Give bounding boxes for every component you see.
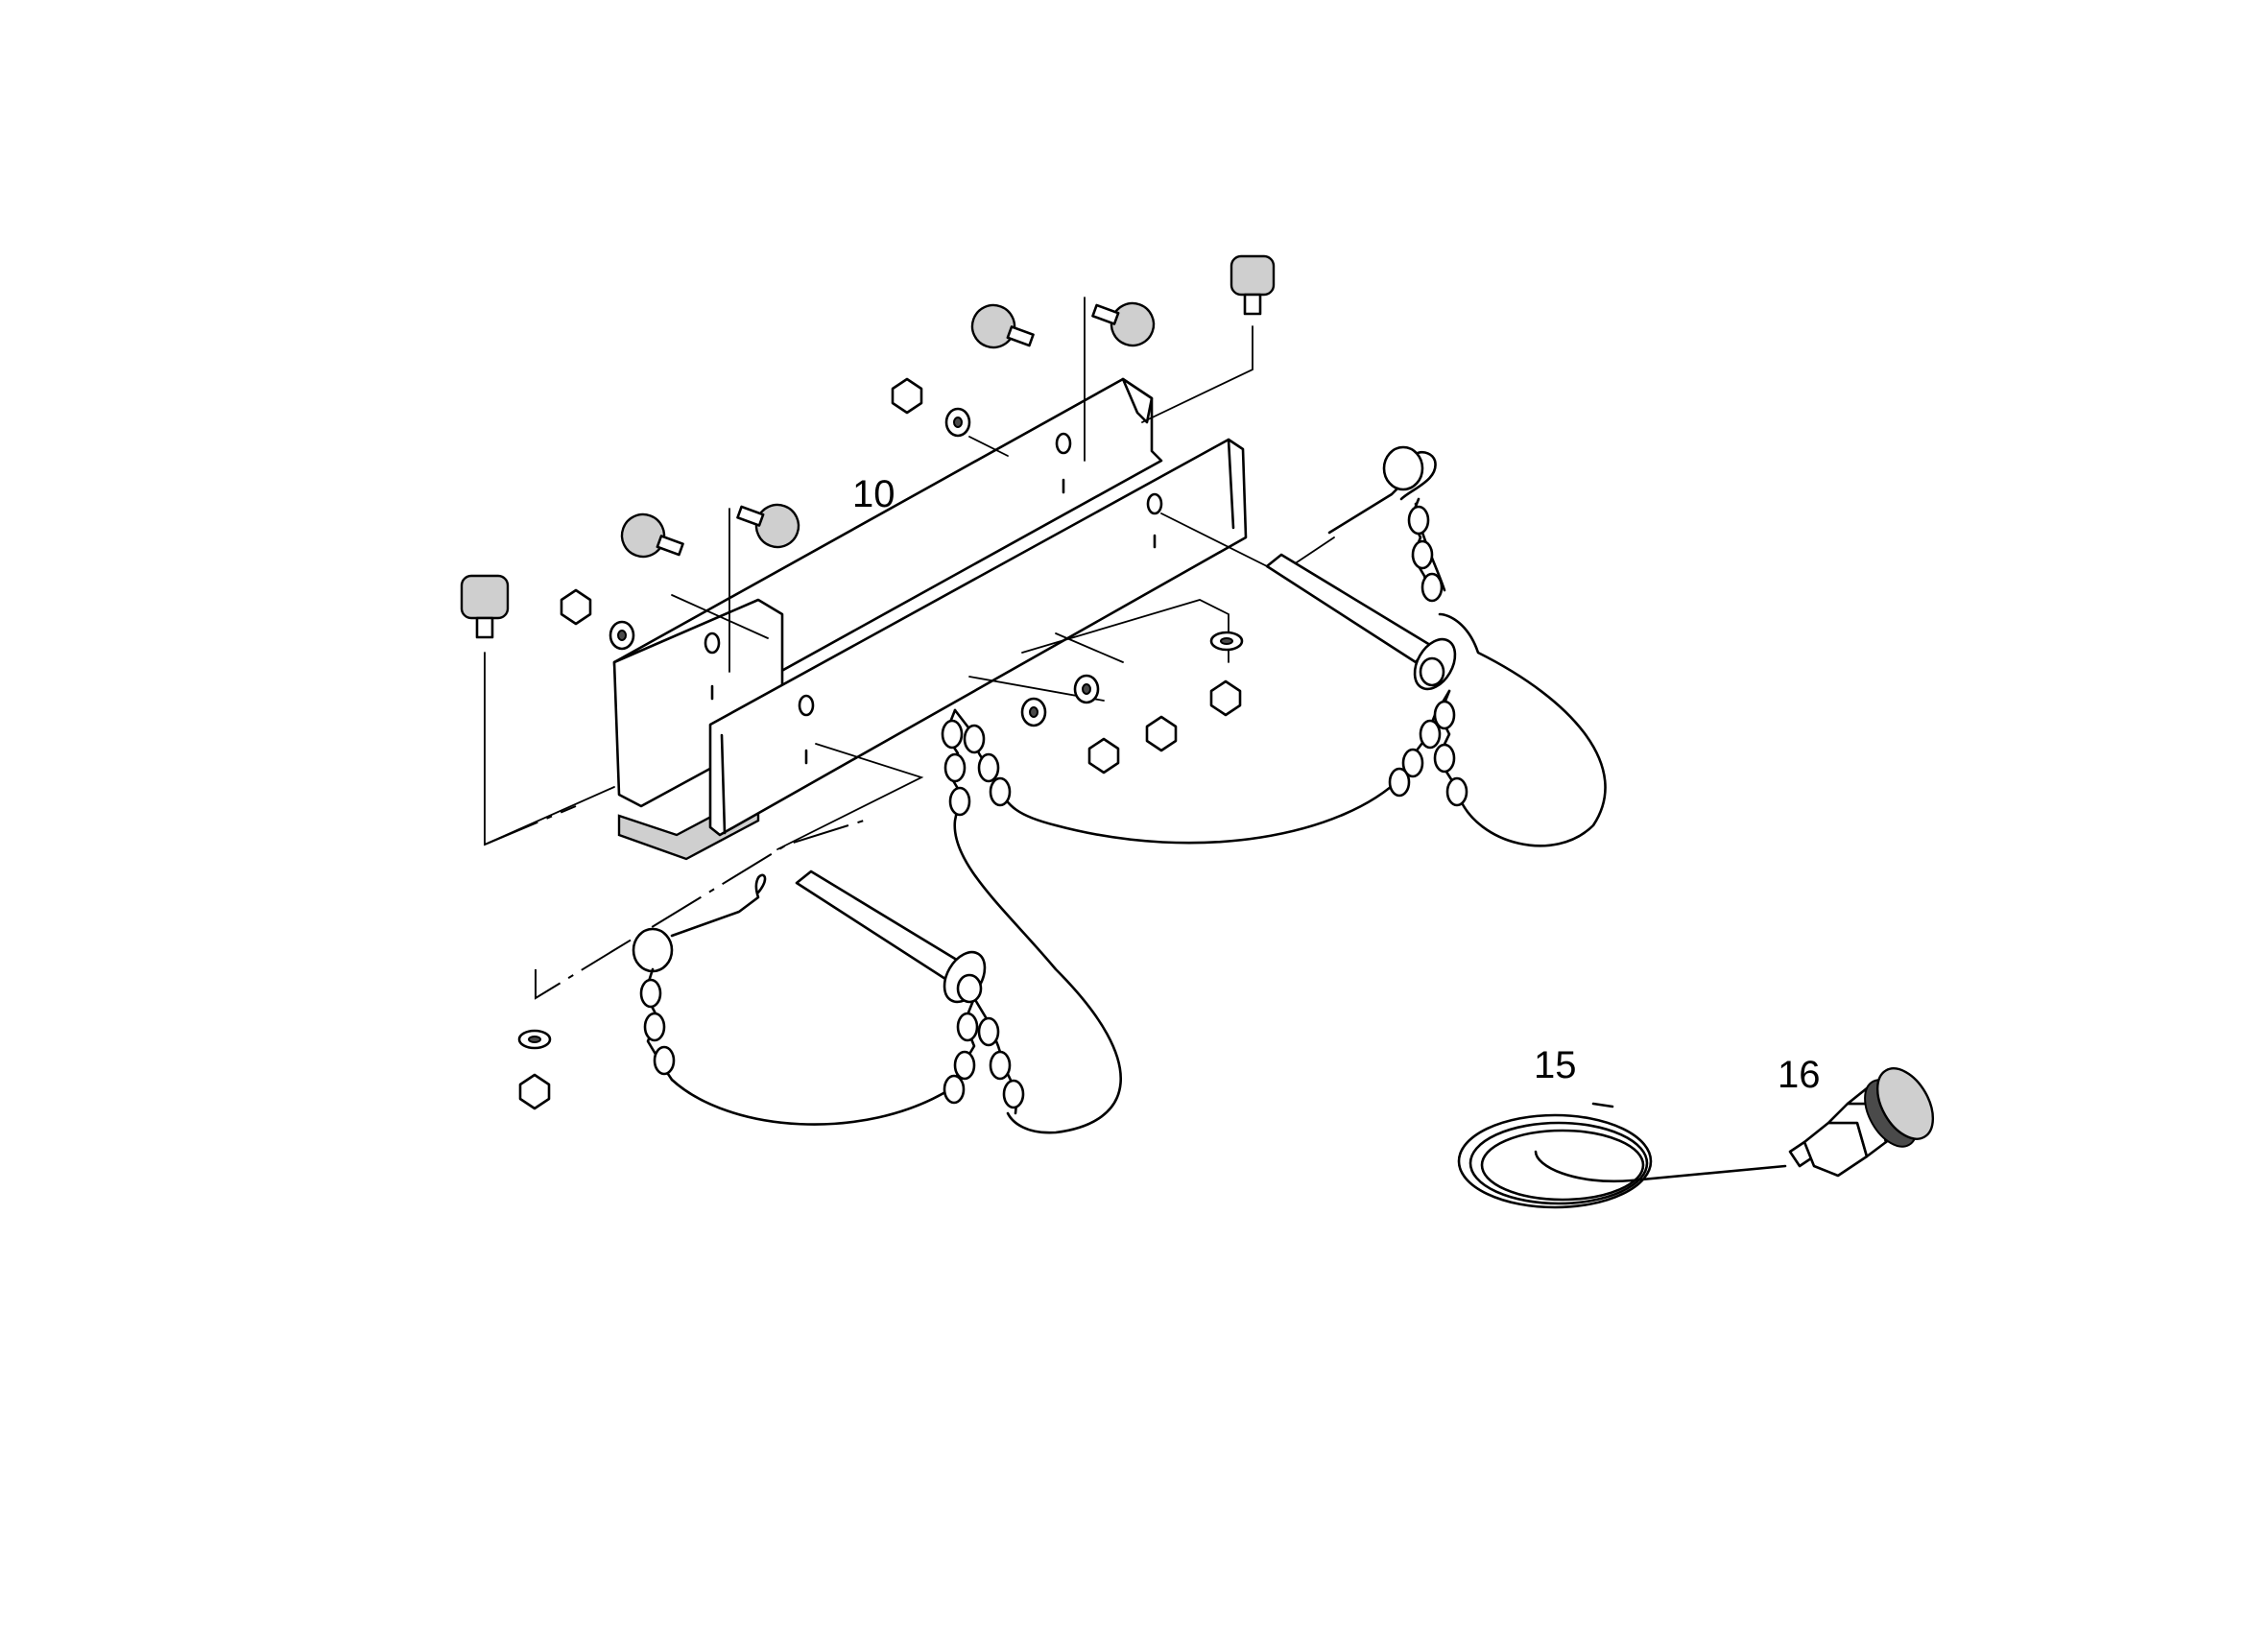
callout-10: 10 xyxy=(852,473,895,515)
knob xyxy=(460,254,1276,639)
callout-15: 15 xyxy=(1534,1044,1577,1086)
washer xyxy=(517,407,1244,1050)
nut xyxy=(518,377,1242,1110)
mounting-bracket xyxy=(612,377,1248,861)
chain xyxy=(639,497,1607,1134)
hose xyxy=(1457,1102,1787,1209)
fitting xyxy=(1788,1067,1935,1178)
callout-16: 16 xyxy=(1778,1054,1821,1096)
